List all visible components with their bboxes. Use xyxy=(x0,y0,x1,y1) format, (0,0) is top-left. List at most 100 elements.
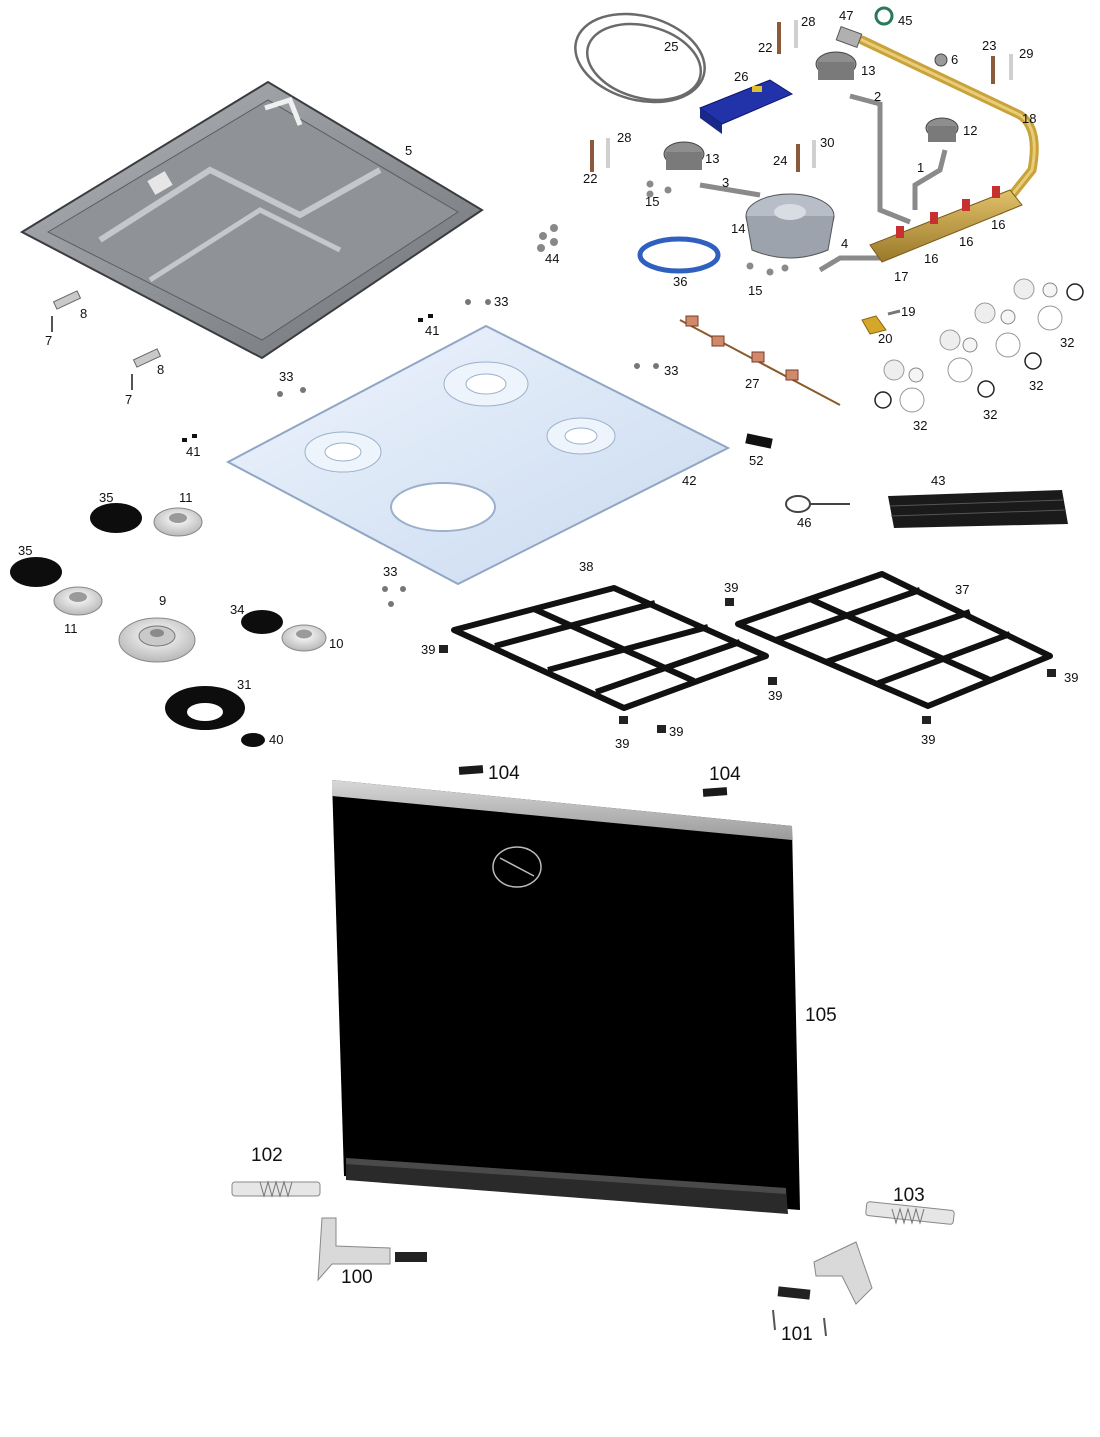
callout-47: 47 xyxy=(839,8,853,23)
valve-manifold xyxy=(869,186,1023,263)
callout-28-top: 28 xyxy=(801,14,815,29)
callout-14: 14 xyxy=(731,221,745,236)
nuts-44 xyxy=(537,224,558,252)
callout-43: 43 xyxy=(931,473,945,488)
callout-33-left: 33 xyxy=(279,369,293,384)
callout-52: 52 xyxy=(749,453,763,468)
callout-26: 26 xyxy=(734,69,748,84)
burner-cap-34 xyxy=(241,610,283,634)
callout-7-lower: 7 xyxy=(125,392,132,407)
callout-17: 17 xyxy=(894,269,908,284)
callout-4: 4 xyxy=(841,236,848,251)
callout-104-left: 104 xyxy=(488,763,520,784)
hinge-spring-103 xyxy=(865,1201,955,1225)
hinge-bracket-100 xyxy=(317,1217,427,1282)
oven-door-glass xyxy=(332,780,800,1214)
clips-41 xyxy=(182,314,433,442)
callout-16-c: 16 xyxy=(924,251,938,266)
wok-burner-crown-9 xyxy=(118,617,196,663)
callout-34: 34 xyxy=(230,602,244,617)
bottom-tray xyxy=(19,80,484,360)
callout-3: 3 xyxy=(722,175,729,190)
callout-39-g: 39 xyxy=(921,732,935,747)
callout-29: 29 xyxy=(1019,46,1033,61)
callout-39-b: 39 xyxy=(724,580,738,595)
ignition-module xyxy=(698,79,794,134)
hinge-spring-102 xyxy=(231,1180,321,1198)
screws-33 xyxy=(277,299,659,607)
callout-22-left: 22 xyxy=(583,171,597,186)
callout-100: 100 xyxy=(341,1267,373,1288)
callout-35-lower: 35 xyxy=(18,543,32,558)
callout-32-a: 32 xyxy=(1060,335,1074,350)
gas-supply-pipe xyxy=(857,35,1039,215)
callout-103: 103 xyxy=(893,1185,925,1206)
callout-39-e: 39 xyxy=(669,724,683,739)
callout-12: 12 xyxy=(963,123,977,138)
callout-39-a: 39 xyxy=(421,642,435,657)
callout-41-upper: 41 xyxy=(425,323,439,338)
callout-40: 40 xyxy=(269,732,283,747)
callout-30: 30 xyxy=(820,135,834,150)
callout-33-top: 33 xyxy=(494,294,508,309)
burner-crown-11-lower xyxy=(53,586,103,616)
o-ring-45 xyxy=(874,6,894,26)
callout-15-lower: 15 xyxy=(748,283,762,298)
callout-19: 19 xyxy=(901,304,915,319)
injectors-15 xyxy=(646,180,789,276)
callout-16-a: 16 xyxy=(991,217,1005,232)
callout-9: 9 xyxy=(159,593,166,608)
callout-7-upper: 7 xyxy=(45,333,52,348)
burner-crown-11-upper xyxy=(153,507,203,537)
burner-body-13-top xyxy=(815,51,857,80)
pipe-elbow-47 xyxy=(835,26,863,48)
hinge-bracket-101 xyxy=(772,1241,873,1337)
burner-gas-pipes xyxy=(699,93,948,273)
callout-38: 38 xyxy=(579,559,593,574)
callout-23: 23 xyxy=(982,38,996,53)
callout-105: 105 xyxy=(805,1005,837,1026)
callout-8-upper: 8 xyxy=(80,306,87,321)
callout-8-lower: 8 xyxy=(157,362,164,377)
pan-support-38 xyxy=(451,585,769,711)
seal-strips xyxy=(888,490,1068,528)
callout-101: 101 xyxy=(781,1324,813,1345)
callout-10: 10 xyxy=(329,636,343,651)
burner-seal-ring xyxy=(637,236,721,274)
callout-18: 18 xyxy=(1022,111,1036,126)
callout-32-c: 32 xyxy=(983,407,997,422)
callout-102: 102 xyxy=(251,1145,283,1166)
callout-41-lower: 41 xyxy=(186,444,200,459)
callout-104-right: 104 xyxy=(709,764,741,785)
callout-35-upper: 35 xyxy=(99,490,113,505)
burner-body-13-left xyxy=(663,141,705,170)
callout-39-d: 39 xyxy=(615,736,629,751)
screw-19 xyxy=(887,309,901,316)
callout-46: 46 xyxy=(797,515,811,530)
callout-45: 45 xyxy=(898,13,912,28)
callout-33-bottom: 33 xyxy=(383,564,397,579)
callout-15-upper: 15 xyxy=(645,194,659,209)
bracket-and-screw-lower xyxy=(131,348,162,390)
callout-27: 27 xyxy=(745,376,759,391)
callout-32-b: 32 xyxy=(1029,378,1043,393)
callout-13-left: 13 xyxy=(705,151,719,166)
ignition-harness xyxy=(679,315,841,406)
burner-cap-35-lower xyxy=(10,557,62,587)
pan-support-37 xyxy=(735,571,1053,709)
door-spacer-104-left xyxy=(458,765,484,775)
callout-22-top: 22 xyxy=(758,40,772,55)
callout-11-upper: 11 xyxy=(179,490,193,505)
bracket-and-screw-upper xyxy=(51,290,82,332)
callout-5: 5 xyxy=(405,143,412,158)
callout-2: 2 xyxy=(874,89,881,104)
thermocouple-cable xyxy=(574,12,706,104)
callout-37: 37 xyxy=(955,582,969,597)
callout-32-d: 32 xyxy=(913,418,927,433)
callout-31: 31 xyxy=(237,677,251,692)
door-spacer-104-right xyxy=(702,787,728,797)
callout-16-b: 16 xyxy=(959,234,973,249)
callout-6: 6 xyxy=(951,52,958,67)
callout-33-right: 33 xyxy=(664,363,678,378)
